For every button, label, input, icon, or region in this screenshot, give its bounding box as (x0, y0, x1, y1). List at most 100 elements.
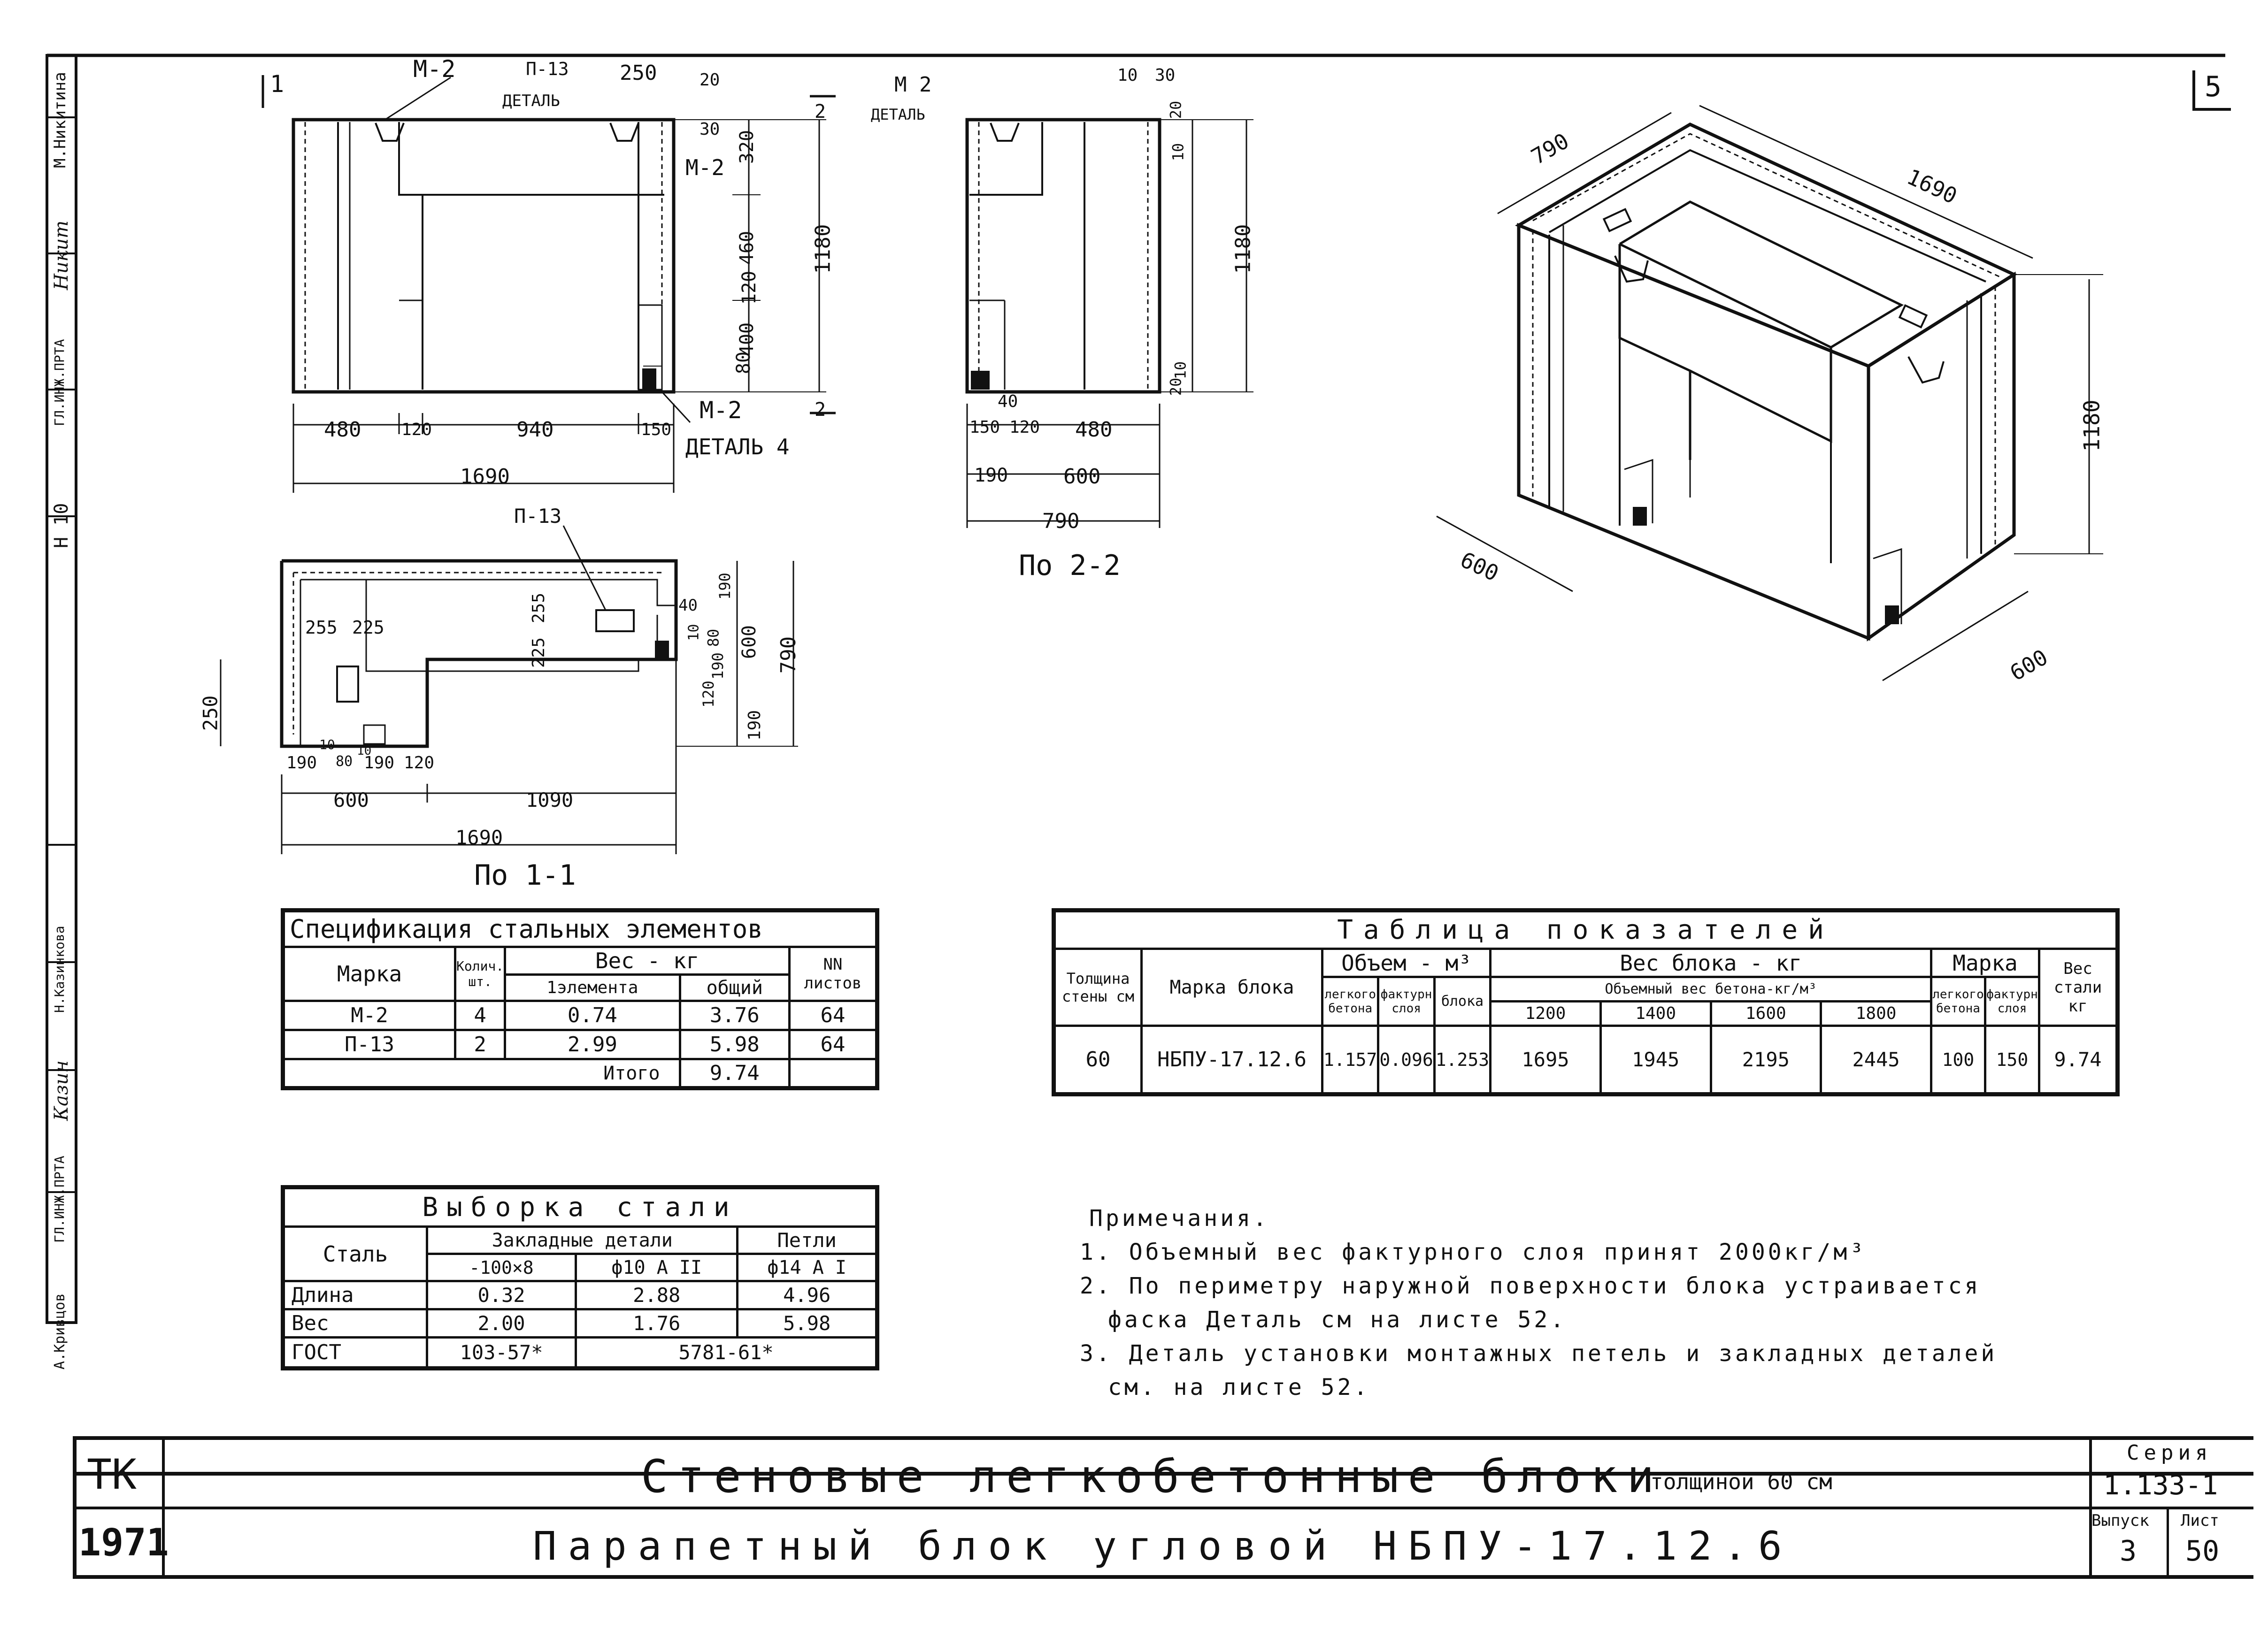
elev-dim-150: 150 (641, 420, 672, 439)
steel-h-steel: Сталь (282, 1225, 428, 1282)
ind-steel: 9.74 (2038, 1025, 2119, 1095)
elev-20: 20 (700, 70, 720, 90)
s22-title: По 2-2 (1019, 549, 1121, 582)
ind-h-weight: Вес блока - кг (1489, 948, 1932, 978)
spec-table: Спецификация стальных элементов Марка Ко… (281, 908, 879, 1090)
steel-wt2: 1.76 (575, 1308, 739, 1339)
plan-190b: 190 (708, 652, 727, 680)
spec-h-weight: Вес - кг (504, 946, 791, 976)
elev-460: 460 (736, 230, 758, 265)
elev-m2-mid: М-2 (685, 155, 725, 180)
spec-one: 0.74 (504, 1000, 681, 1031)
steel-h-embed: Закладные детали (425, 1225, 739, 1255)
ind-h-vol: Объем - м³ (1321, 948, 1492, 978)
elev-dim-120: 120 (401, 420, 432, 439)
steel-len1: 0.32 (425, 1280, 577, 1310)
tb-sheet-label: Лист (2181, 1511, 2219, 1530)
plan-title: По 1-1 (474, 859, 576, 892)
steel-wt3: 5.98 (736, 1308, 878, 1339)
tb-title-main: Стеновые легкобетонные блоки (641, 1450, 1664, 1503)
s22-10c: 10 (1171, 361, 1190, 380)
elev-dim-480: 480 (324, 418, 361, 442)
iso-1180: 1180 (2079, 399, 2105, 452)
elev-m2-bottom: М-2 (700, 397, 742, 424)
plan-225a: 225 (352, 617, 384, 638)
ind-h-grade: Марка (1930, 948, 2040, 978)
plan-255: 255 (529, 592, 549, 624)
plan-dim-600: 600 (333, 788, 369, 811)
spec-itogo-label: Итого (282, 1058, 681, 1089)
plan-10c: 10 (357, 744, 372, 758)
spec-row: П-13 2 2.99 5.98 64 (282, 1029, 878, 1060)
strip-signature-1: Никит (51, 220, 72, 290)
spec-one: 2.99 (504, 1029, 681, 1060)
elev-30: 30 (700, 120, 720, 139)
sheet-number: 5 (2192, 70, 2231, 111)
plan-10b: 10 (319, 737, 335, 752)
tb-series: 1.133-1 (2103, 1469, 2218, 1501)
plan-225: 225 (529, 637, 549, 668)
elev-mark2-top: 2 (815, 101, 826, 122)
ind-fact: 0.096 (1377, 1025, 1436, 1095)
plan-600: 600 (738, 625, 761, 659)
s22-1180: 1180 (1231, 224, 1255, 274)
ind-w3: 1600 (1709, 1000, 1822, 1027)
strip-role-2: ГЛ.ИНЖ.ПРТА (52, 1156, 67, 1243)
s22-10b: 10 (1169, 143, 1187, 161)
steel-len3: 4.96 (736, 1280, 878, 1310)
plan-10: 10 (685, 624, 702, 641)
note-3: 3. Деталь установки монтажных петель и з… (1080, 1340, 1998, 1367)
elev-detail: ДЕТАЛЬ (502, 92, 560, 110)
ind-v2: 1945 (1599, 1025, 1712, 1095)
ind-g2: 150 (1984, 1025, 2040, 1095)
spec-h-sheets: NN листов (788, 946, 878, 1002)
elev-dim-1690: 1690 (460, 465, 510, 489)
s22-20b: 20 (1167, 377, 1185, 396)
note-2: 2. По периметру наружной поверхности бло… (1080, 1273, 1981, 1299)
plan-120b: 120 (404, 753, 435, 773)
elev-detail4: ДЕТАЛЬ 4 (685, 434, 790, 459)
spec-qty: 2 (454, 1029, 507, 1060)
elev-320: 320 (736, 130, 758, 164)
ind-w1: 1200 (1489, 1000, 1602, 1027)
ind-h-thick: Толщина стены см (1053, 948, 1143, 1027)
steel-c2: ф10 А II (575, 1253, 739, 1282)
spec-sheet: 64 (788, 1029, 878, 1060)
plan-dim-1090: 1090 (526, 788, 574, 811)
plan-255a: 255 (305, 617, 338, 638)
spec-h-total: общий (678, 973, 791, 1002)
elev-250: 250 (620, 61, 657, 85)
ind-h-grade-fact: фактурн слоя (1984, 976, 2040, 1027)
spec-title: Спецификация стальных элементов (282, 909, 878, 948)
ind-h-fact: фактурн слоя (1377, 976, 1436, 1027)
ind-light: 1.157 (1321, 1025, 1380, 1095)
ind-h-light: легкого бетона (1321, 976, 1380, 1027)
strip-name-1: М.Никитина (51, 72, 69, 168)
tb-subtitle: Парапетный блок угловой НБПУ-17.12.6 (533, 1523, 1793, 1569)
plan-190r: 190 (745, 710, 765, 741)
title-block: ТК 1971 Стеновые легкобетонные блоки тол… (73, 1436, 2253, 1579)
ind-title: Таблица показателей (1053, 909, 2119, 950)
spec-row: М-2 4 0.74 3.76 64 (282, 1000, 878, 1031)
elev-1180: 1180 (811, 224, 835, 274)
spec-qty: 4 (454, 1000, 507, 1031)
tb-org: ТК (87, 1450, 137, 1499)
ind-w4: 1800 (1820, 1000, 1932, 1027)
tb-series-label: Серия (2127, 1441, 2213, 1465)
plan-190c: 190 (286, 753, 317, 773)
strip-role-1: ГЛ.ИНЖ.ПРТА (52, 339, 67, 426)
ind-h-weight-sub: Объемный вес бетона-кг/м³ (1489, 976, 1932, 1002)
steel-h-loops: Петли (736, 1225, 878, 1255)
ind-w2: 1400 (1599, 1000, 1712, 1027)
ind-thick: 60 (1053, 1025, 1143, 1095)
s22-dim-480: 480 (1075, 418, 1113, 442)
s22-20: 20 (1167, 100, 1185, 119)
plan-120: 120 (699, 681, 717, 708)
s22-m2: М 2 (894, 73, 932, 97)
ind-h-mark: Марка блока (1140, 948, 1323, 1027)
steel-gost2: 5781-61* (575, 1336, 878, 1370)
steel-c1: -100×8 (425, 1253, 577, 1282)
spec-h-mark: Марка (282, 946, 456, 1002)
indicators-table: Таблица показателей Толщина стены см Мар… (1052, 908, 2120, 1096)
